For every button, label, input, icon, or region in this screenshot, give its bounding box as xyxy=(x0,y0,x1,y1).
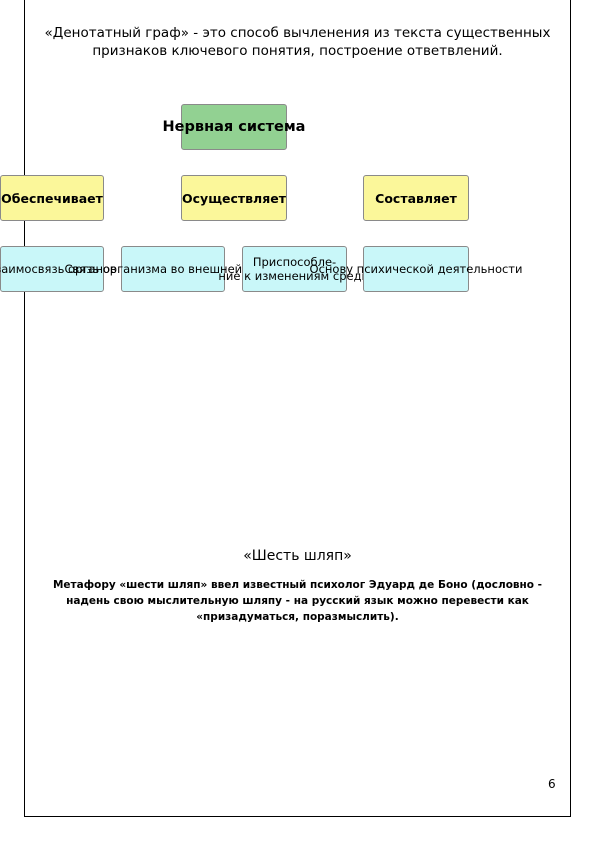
graph-leaf-organ-link: Взаимосвязь органов xyxy=(0,246,117,292)
graph-leaf-external-link: Связь организма во внешней среде xyxy=(65,246,282,292)
graph-root-node: Нервная система xyxy=(163,104,305,150)
graph-node-performs: Осуществляет xyxy=(181,175,287,221)
page-number: 6 xyxy=(548,777,556,791)
page-frame xyxy=(24,0,571,817)
graph-leaf-psych-basis: Основу психической деятельности xyxy=(310,246,522,292)
section-paragraph: Метафору «шести шляп» ввел известный пси… xyxy=(52,579,543,623)
graph-node-constitutes: Составляет xyxy=(363,175,469,221)
section-title: «Шесть шляп» xyxy=(243,548,352,564)
intro-paragraph: «Денотатный граф» - это способ вычленени… xyxy=(44,25,551,59)
graph-node-provides: Обеспечивает xyxy=(0,175,104,221)
